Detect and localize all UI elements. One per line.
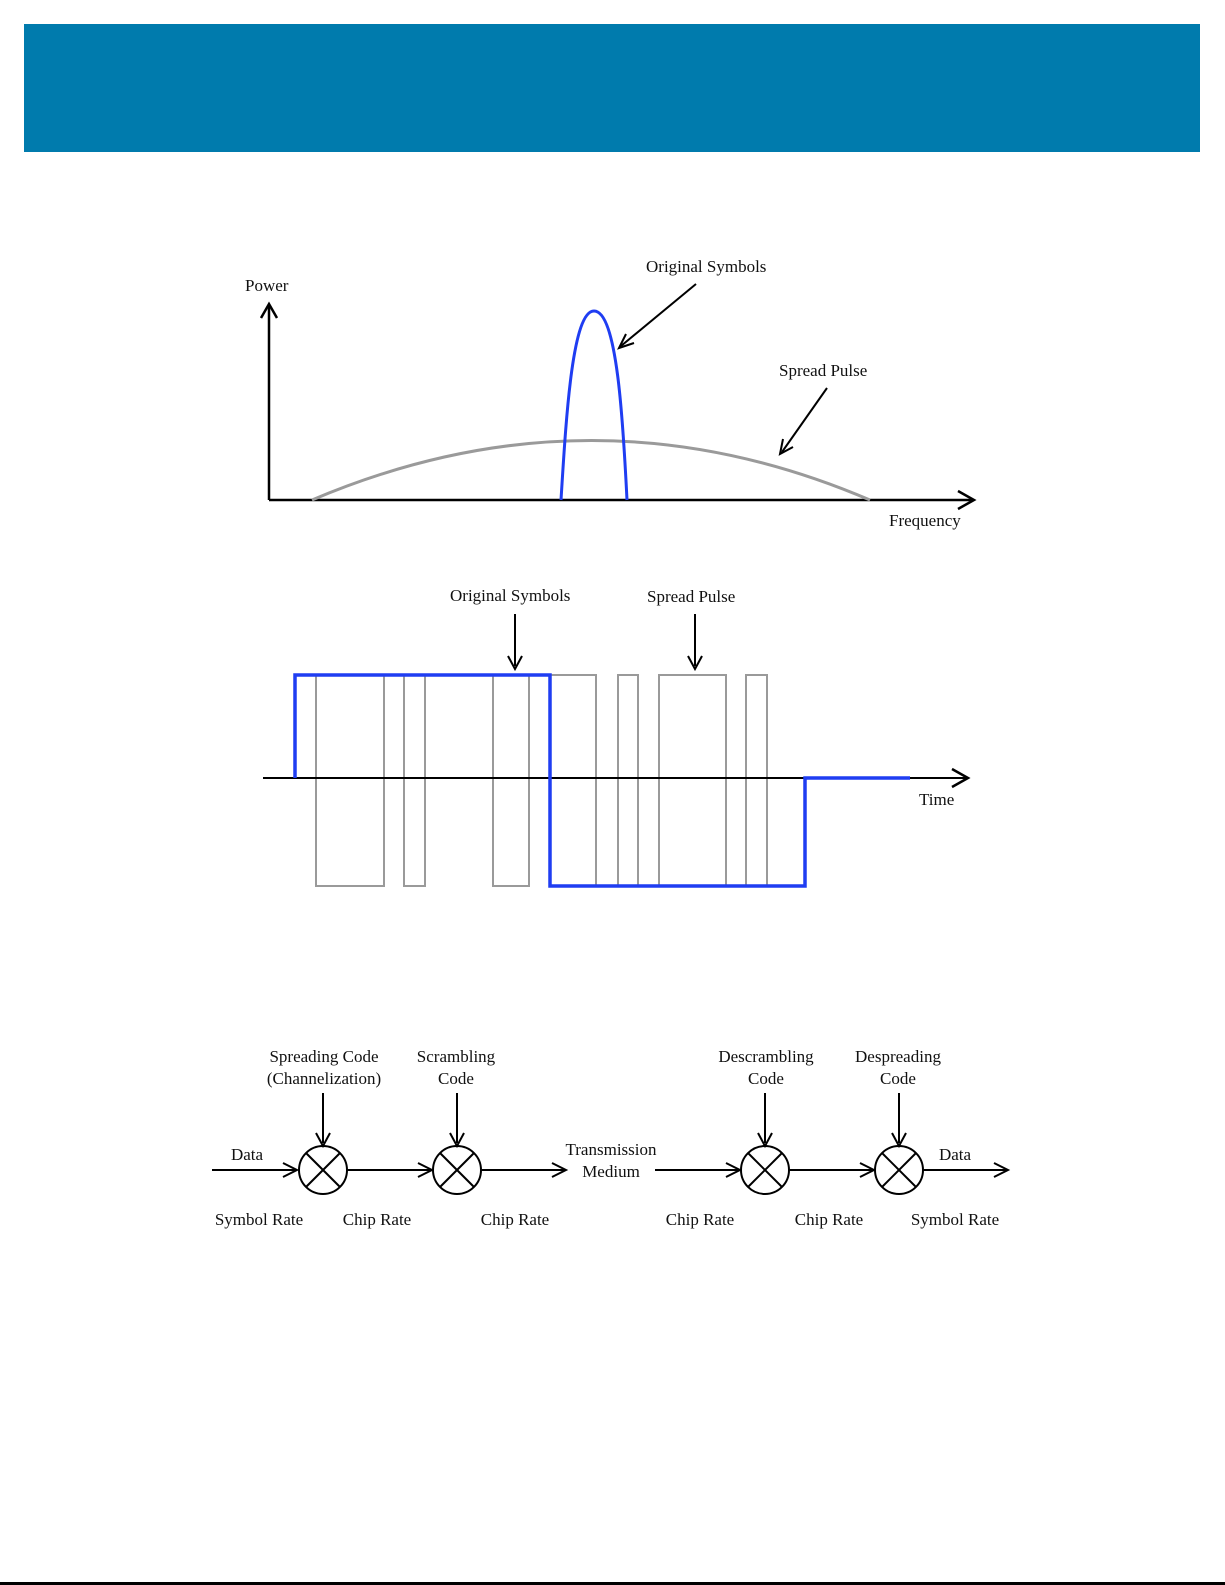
original-symbols-label: Original Symbols: [646, 257, 766, 276]
despreading-code-sublabel: Code: [880, 1069, 916, 1088]
rate-label: Chip Rate: [481, 1210, 549, 1229]
original-symbols-curve: [561, 311, 627, 500]
spreading-code-sublabel: (Channelization): [267, 1069, 381, 1088]
spread-pulse-curve: [312, 441, 870, 501]
despreading-code-label: Despreading: [855, 1047, 941, 1066]
transmission-medium-sublabel: Medium: [582, 1162, 640, 1181]
scrambling-code-sublabel: Code: [438, 1069, 474, 1088]
rate-label: Symbol Rate: [911, 1210, 999, 1229]
spread-pulse-label: Spread Pulse: [647, 587, 735, 606]
spreading-mixer: [299, 1146, 347, 1194]
spectrum-diagram: Power Frequency Original Symbols Spread …: [0, 240, 1225, 550]
rate-label: Chip Rate: [795, 1210, 863, 1229]
power-axis-label: Power: [245, 276, 289, 295]
descrambling-code-label: Descrambling: [718, 1047, 814, 1066]
original-symbols-label: Original Symbols: [450, 586, 570, 605]
original-symbols-waveform: [295, 675, 910, 886]
spreading-code-label: Spreading Code: [269, 1047, 378, 1066]
despreading-mixer: [875, 1146, 923, 1194]
scrambling-mixer: [433, 1146, 481, 1194]
descrambling-code-sublabel: Code: [748, 1069, 784, 1088]
spread-pulse-label: Spread Pulse: [779, 361, 867, 380]
time-axis-label: Time: [919, 790, 954, 809]
frequency-axis-label: Frequency: [889, 511, 961, 530]
descrambling-mixer: [741, 1146, 789, 1194]
data-out-label: Data: [939, 1145, 972, 1164]
rate-label: Symbol Rate: [215, 1210, 303, 1229]
spread-pulse-pointer: [782, 388, 827, 452]
header-banner: [24, 24, 1200, 152]
data-in-label: Data: [231, 1145, 264, 1164]
rate-label: Chip Rate: [343, 1210, 411, 1229]
spreading-block-diagram: Spreading Code (Channelization) Scrambli…: [0, 1040, 1225, 1240]
original-symbols-pointer: [621, 284, 696, 346]
rate-label: Chip Rate: [666, 1210, 734, 1229]
transmission-medium-label: Transmission: [565, 1140, 657, 1159]
time-domain-diagram: Original Symbols Spread Pulse Time: [0, 575, 1225, 905]
scrambling-code-label: Scrambling: [417, 1047, 496, 1066]
